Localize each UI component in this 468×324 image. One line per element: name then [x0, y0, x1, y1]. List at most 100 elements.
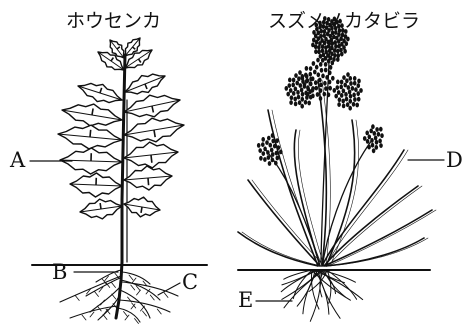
- right-plant-floret: [303, 84, 307, 89]
- left-plant-root-hair: [150, 295, 154, 300]
- right-plant-floret: [379, 127, 383, 132]
- label-d: D: [446, 148, 463, 172]
- right-plant-floret: [337, 102, 341, 107]
- right-plant-floret: [305, 95, 309, 100]
- right-plant-roots: [281, 270, 363, 321]
- right-plant-floret: [333, 48, 337, 53]
- right-plant-floret: [259, 156, 263, 161]
- right-plant-floret: [301, 79, 305, 84]
- right-plant-floret: [371, 143, 375, 148]
- right-plant-floret: [372, 148, 376, 153]
- right-plant-blade-edge: [326, 150, 408, 266]
- label-a: A: [10, 148, 25, 172]
- right-plant-floret: [346, 72, 350, 77]
- right-plant-floret: [317, 72, 321, 77]
- right-plant-floret: [274, 161, 278, 166]
- right-plant-floret: [351, 86, 355, 91]
- right-plant-floret: [331, 61, 335, 66]
- left-plant-root-hair: [75, 296, 79, 301]
- right-plant-floret: [268, 161, 272, 166]
- right-plant-floret: [373, 131, 377, 136]
- right-plant-floret: [355, 103, 359, 108]
- right-plant-floret: [321, 48, 325, 53]
- right-plant-floret: [293, 97, 297, 102]
- right-plant-floret: [336, 49, 340, 54]
- right-plant-floret: [317, 45, 321, 50]
- right-plant-floret: [316, 92, 320, 97]
- left-plant-root-hair: [101, 300, 105, 305]
- left-plant-leaf-shading: [90, 130, 91, 137]
- right-plant-floret: [338, 97, 342, 102]
- right-plant-floret: [271, 158, 275, 163]
- right-plant-floret: [349, 81, 353, 86]
- right-plant-floret: [369, 129, 373, 134]
- right-plant-floret: [288, 83, 292, 88]
- right-plant-floret: [328, 80, 332, 85]
- right-plant-floret: [353, 81, 357, 86]
- right-plant-floret: [271, 133, 275, 138]
- right-plant-floret: [336, 57, 340, 62]
- right-plant-floret: [277, 145, 281, 150]
- label-c-leader: [158, 283, 180, 295]
- right-plant-floret: [322, 33, 326, 38]
- right-plant-floret: [328, 86, 332, 91]
- right-plant-floret: [321, 58, 325, 63]
- right-plant-floret: [349, 99, 353, 104]
- right-plant-floret: [267, 136, 271, 141]
- right-plant-floret: [304, 91, 308, 96]
- right-plant-floret: [331, 76, 335, 81]
- right-plant-floret: [299, 83, 303, 88]
- right-plant-floret: [320, 68, 324, 73]
- right-plant-floret: [342, 104, 346, 109]
- right-plant-floret: [271, 152, 275, 157]
- right-plant-floret: [319, 83, 323, 88]
- right-plant-floret: [352, 93, 356, 98]
- right-plant-floret: [343, 49, 347, 54]
- right-plant-floret: [261, 137, 265, 142]
- left-plant-leaf-shading: [151, 155, 152, 163]
- right-plant-floret: [311, 86, 315, 91]
- right-plant-floret: [367, 145, 371, 150]
- right-plant-floret: [357, 83, 361, 88]
- right-plant-floret: [349, 94, 353, 99]
- right-plant-floret: [305, 66, 309, 71]
- right-plant-floret: [328, 70, 332, 75]
- right-plant-floret: [263, 147, 267, 152]
- right-plant-floret: [346, 102, 350, 107]
- right-plant-floret: [340, 52, 344, 57]
- right-plant-floret: [286, 92, 290, 97]
- right-plant-floret: [346, 37, 350, 42]
- right-plant-floret: [297, 95, 301, 100]
- right-plant-floret: [298, 70, 302, 75]
- right-plant-floret: [365, 131, 369, 136]
- right-plant-floret: [375, 140, 379, 145]
- right-plant-floret: [337, 90, 341, 95]
- right-plant-floret: [298, 100, 302, 105]
- right-plant-floret: [285, 86, 289, 91]
- right-plant-floret: [301, 92, 305, 97]
- right-plant-floret: [323, 92, 327, 97]
- right-plant-floret: [294, 87, 298, 92]
- right-plant-floret: [379, 143, 383, 148]
- right-plant-floret: [269, 143, 273, 148]
- right-plant-floret: [309, 81, 313, 86]
- right-plant-floret: [312, 61, 316, 66]
- right-plant-floret: [356, 91, 360, 96]
- right-plant-floret: [304, 100, 308, 105]
- right-plant-floret: [342, 75, 346, 80]
- right-plant-floret: [334, 94, 338, 99]
- right-plant-floret: [375, 145, 379, 150]
- right-plant-floret: [353, 76, 357, 81]
- right-plant-floret: [341, 99, 345, 104]
- right-plant-floret: [289, 88, 293, 93]
- right-plant-floret: [337, 53, 341, 58]
- right-plant-floret: [292, 91, 296, 96]
- left-plant-leaf-shading: [92, 108, 93, 115]
- right-plant-floret: [308, 89, 312, 94]
- right-plant-floret: [265, 140, 269, 145]
- right-plant-floret: [276, 156, 280, 161]
- left-plant-root-hair: [112, 283, 116, 288]
- right-plant-floret: [289, 100, 293, 105]
- left-plant-root-hair: [141, 306, 145, 311]
- right-plant-floret: [345, 78, 349, 83]
